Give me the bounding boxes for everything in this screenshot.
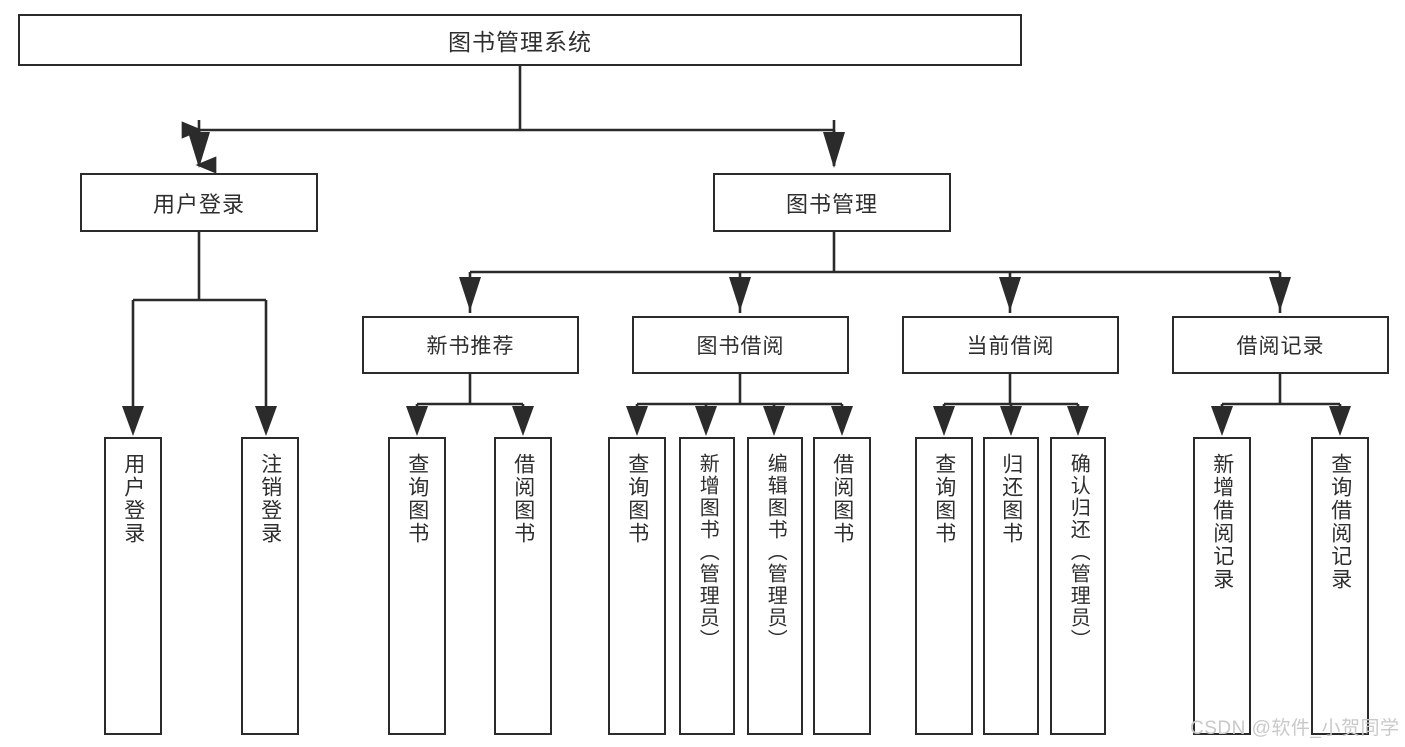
node-label: 新书推荐 [426, 335, 515, 358]
node-label: 注销登录 [258, 453, 282, 545]
node-label: 用户登录 [152, 191, 245, 217]
node-label: 用户登录 [121, 453, 145, 545]
node-book-management[interactable]: 图书管理 [713, 173, 951, 232]
leaf-borrow-book[interactable]: 借阅图书 [813, 437, 871, 735]
leaf-edit-book-admin[interactable]: 编辑图书（管理员） [747, 437, 803, 735]
leaf-add-borrow-record[interactable]: 新增借阅记录 [1193, 437, 1251, 735]
leaf-return-book[interactable]: 归还图书 [983, 437, 1039, 735]
leaf-query-book-current[interactable]: 查询图书 [915, 437, 973, 735]
node-label: 查询借阅记录 [1328, 453, 1352, 591]
node-label: 当前借阅 [966, 335, 1055, 358]
leaf-add-book-admin[interactable]: 新增图书（管理员） [679, 437, 735, 735]
node-label: 借阅图书 [511, 453, 535, 545]
node-book-borrow[interactable]: 图书借阅 [632, 316, 849, 374]
node-label: 归还图书 [999, 453, 1023, 545]
leaf-query-book-borrow[interactable]: 查询图书 [608, 437, 666, 735]
node-label: 图书借阅 [696, 335, 785, 358]
leaf-query-borrow-record[interactable]: 查询借阅记录 [1311, 437, 1369, 735]
node-label: 新增借阅记录 [1210, 453, 1234, 591]
node-label: 图书管理 [785, 191, 878, 217]
leaf-user-login[interactable]: 用户登录 [104, 437, 162, 735]
node-label: 编辑图书（管理员） [764, 453, 787, 651]
node-user-login[interactable]: 用户登录 [80, 173, 318, 232]
node-label: 新增图书（管理员） [696, 453, 719, 651]
node-label: 图书管理系统 [448, 29, 592, 55]
node-current-borrow[interactable]: 当前借阅 [902, 316, 1119, 374]
leaf-user-logout[interactable]: 注销登录 [241, 437, 299, 735]
node-label: 借阅图书 [830, 453, 854, 545]
node-label: 查询图书 [405, 453, 429, 545]
leaf-confirm-return-admin[interactable]: 确认归还（管理员） [1050, 437, 1106, 735]
node-new-book-recommend[interactable]: 新书推荐 [362, 316, 579, 374]
node-label: 查询图书 [625, 453, 649, 545]
node-label: 确认归还（管理员） [1067, 453, 1090, 651]
node-label: 查询图书 [932, 453, 956, 545]
node-label: 借阅记录 [1236, 335, 1325, 358]
node-root-system[interactable]: 图书管理系统 [18, 14, 1022, 66]
watermark-label: CSDN @软件_小贺同学 [1190, 718, 1400, 739]
leaf-query-book-recommend[interactable]: 查询图书 [388, 437, 446, 735]
leaf-borrow-book-recommend[interactable]: 借阅图书 [494, 437, 552, 735]
node-borrow-record[interactable]: 借阅记录 [1172, 316, 1389, 374]
